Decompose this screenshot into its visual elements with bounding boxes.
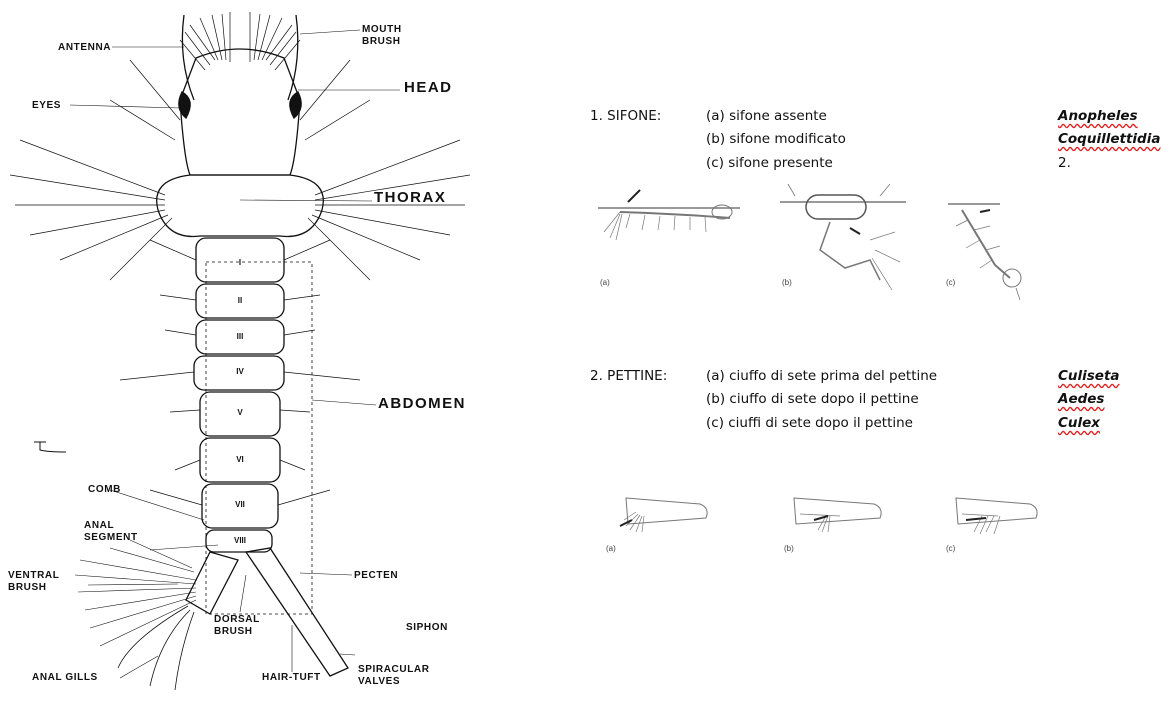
pettine-fig-c xyxy=(956,498,1037,534)
pettine-fig-b xyxy=(794,498,881,532)
pettine-fig-a xyxy=(620,498,707,532)
fig2-caption-b: (b) xyxy=(784,544,794,553)
fig2-caption-a: (a) xyxy=(606,544,616,553)
fig2-caption-c: (c) xyxy=(946,544,955,553)
